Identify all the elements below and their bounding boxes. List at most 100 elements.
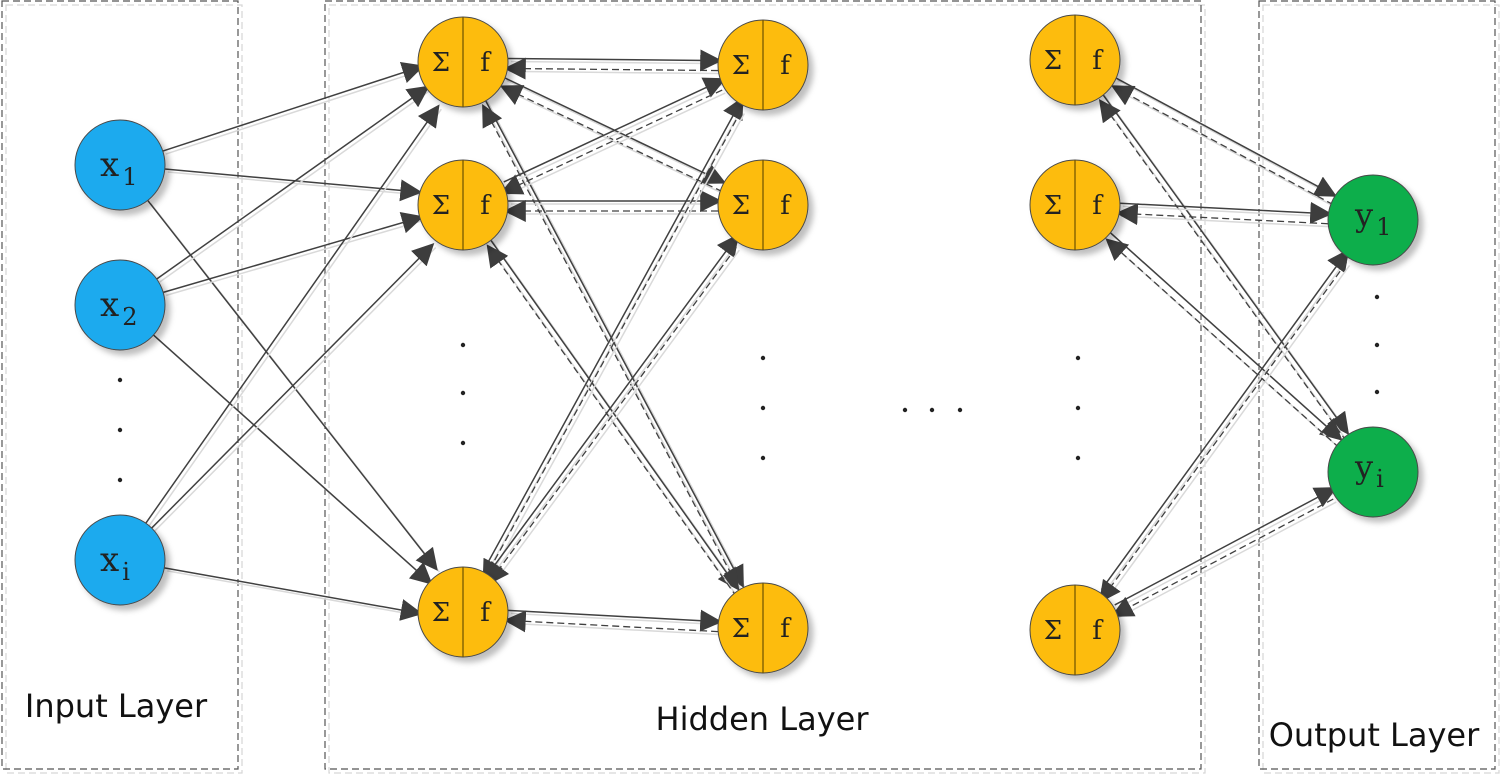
hidden-backward-connection (499, 85, 723, 193)
activation-symbol: f (1092, 191, 1104, 221)
activation-symbol: f (1092, 616, 1104, 646)
ellipsis-dot (117, 477, 123, 483)
hidden-backward-connection (503, 57, 719, 80)
hidden-to-output-connection (1114, 487, 1337, 606)
sum-symbol: Σ (432, 191, 450, 221)
connection-shadow (1117, 490, 1339, 609)
connection-shadow (510, 612, 724, 626)
output-to-hidden-connection (1105, 238, 1340, 449)
hidden-to-output-connection (1100, 249, 1350, 591)
connection-shadow (154, 247, 437, 532)
ellipsis-dot (1075, 355, 1081, 361)
hidden-forward-connection (503, 77, 727, 183)
input-to-hidden-connection (164, 567, 423, 621)
connection-shadow (148, 108, 442, 527)
connection-shadow (510, 60, 724, 65)
ellipsis-dot (1374, 389, 1380, 395)
connection-shadow (504, 88, 726, 196)
input-to-hidden-connection (156, 85, 430, 280)
output-layer-box (1258, 0, 1496, 770)
sum-symbol: Σ (1044, 191, 1062, 221)
connection-shadow (1115, 88, 1337, 209)
connection-shadow (508, 622, 722, 636)
input-to-hidden-connection (153, 334, 433, 585)
connection-shadow (165, 219, 425, 297)
hidden-backward-connection (487, 246, 737, 586)
input-node-circle (74, 119, 166, 211)
hidden-backward-connection (503, 610, 719, 633)
output-var-symbol: y (1354, 448, 1373, 486)
connection-shadow (1122, 205, 1334, 218)
output-to-hidden-connection (1110, 85, 1334, 206)
input-subscript: i (122, 558, 130, 586)
input-to-hidden-connection (162, 212, 424, 294)
output-node-circle (1327, 174, 1419, 266)
connection-shadow (165, 68, 426, 155)
ellipsis-dot (760, 355, 766, 361)
ellipsis-dot (929, 407, 935, 413)
sum-symbol: Σ (732, 191, 750, 221)
ellipsis-dot (1374, 294, 1380, 300)
input-layer-box (1, 0, 239, 770)
hidden-layer-label: Hidden Layer (656, 700, 870, 738)
ellipsis-dot (1374, 342, 1380, 348)
hidden-backward-connection (482, 104, 743, 595)
output-to-hidden-connection (1111, 498, 1334, 617)
output-var-symbol: y (1354, 196, 1373, 234)
ellipsis-dot (460, 440, 466, 446)
hidden-forward-connection (483, 96, 744, 569)
hidden-forward-connection (488, 237, 740, 591)
ellipsis-dot (957, 407, 963, 413)
connection-shadow (508, 70, 722, 75)
output-node-circle (1327, 426, 1419, 518)
hidden-to-output-connection (1100, 92, 1350, 435)
hidden-to-output-connection (1108, 230, 1343, 441)
connection-shadow (167, 171, 424, 196)
ellipsis-dot (902, 407, 908, 413)
ellipsis-dot (460, 342, 466, 348)
output-subscript: 1 (1376, 213, 1391, 241)
ellipsis-dot (1075, 455, 1081, 461)
connection-shadow (1115, 501, 1337, 620)
hidden-forward-connection (507, 49, 723, 72)
connection-shadow (492, 238, 742, 576)
connection-shadow (486, 101, 746, 572)
hidden-forward-connection (507, 609, 723, 632)
connection-shadow (1102, 103, 1351, 445)
input-var-symbol: x (100, 285, 119, 325)
ellipsis-dot (117, 377, 123, 383)
activation-symbol: f (780, 191, 792, 221)
hidden-backward-connection (482, 110, 742, 583)
output-to-hidden-connection (1098, 99, 1348, 442)
hidden-layer-box (324, 0, 1202, 770)
ellipsis-dot (460, 390, 466, 396)
ellipsis-dot (760, 455, 766, 461)
connections (145, 49, 1352, 636)
hidden-forward-connection (489, 233, 739, 573)
connection-shadow (506, 81, 728, 186)
connection-shadow (1117, 79, 1339, 200)
hidden-to-output-connection (1119, 201, 1333, 224)
ellipsis-dot (1075, 405, 1081, 411)
activation-symbol: f (780, 51, 792, 81)
hidden-backward-connection (499, 89, 723, 195)
output-subscript: i (1376, 465, 1384, 493)
input-subscript: 1 (122, 163, 137, 191)
output-layer-label: Output Layer (1269, 716, 1480, 754)
ellipsis-dot (117, 427, 123, 433)
activation-symbol: f (480, 598, 492, 628)
